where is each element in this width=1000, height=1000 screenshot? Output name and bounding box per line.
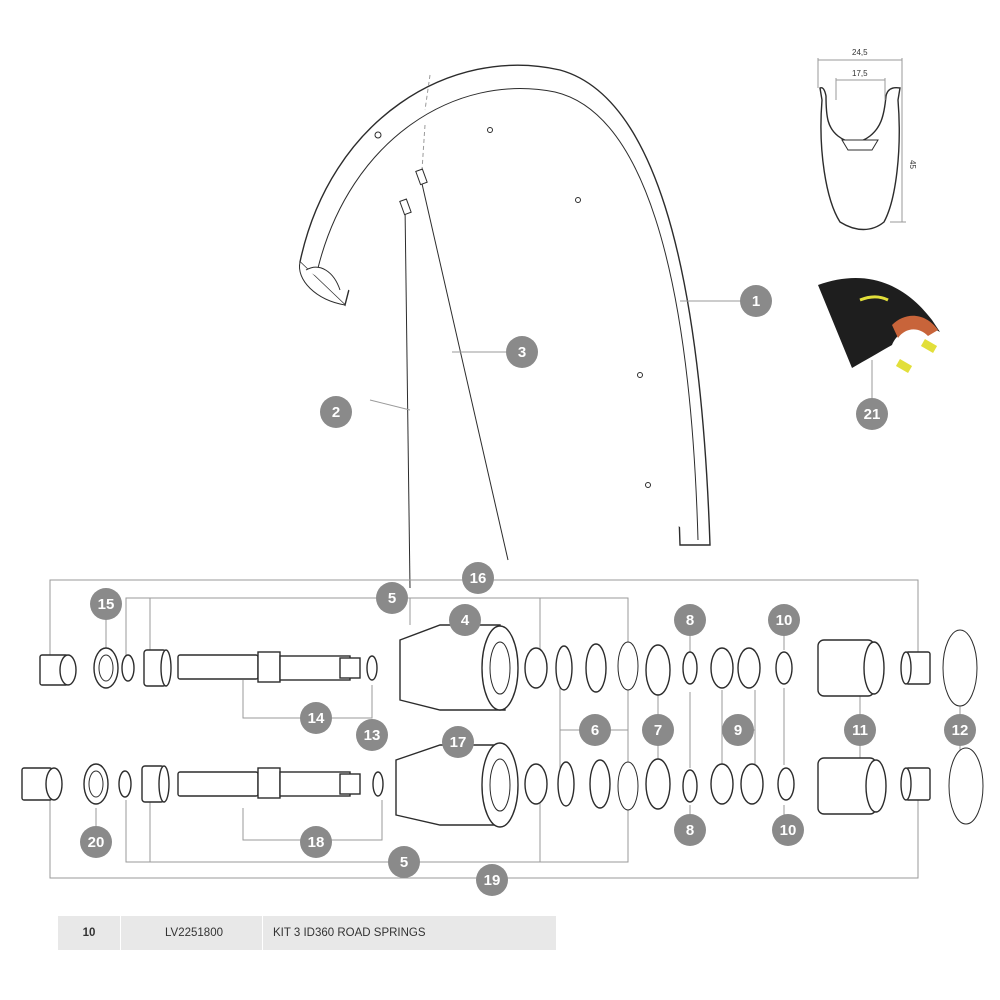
svg-text:2: 2 — [332, 404, 340, 421]
svg-text:7: 7 — [654, 722, 662, 739]
parts-table-description: KIT 3 ID360 ROAD SPRINGS — [273, 927, 426, 939]
callout-20: 20 — [80, 826, 112, 858]
callout-8-top: 8 — [674, 604, 706, 636]
callout-17: 17 — [442, 726, 474, 758]
svg-text:1: 1 — [752, 293, 760, 310]
callout-2: 2 — [320, 396, 352, 428]
parts-table: 10 LV2251800 KIT 3 ID360 ROAD SPRINGS — [58, 916, 556, 950]
hub-row-bottom — [21, 742, 984, 828]
callout-10-bottom: 10 — [772, 814, 804, 846]
svg-text:15: 15 — [98, 596, 115, 613]
svg-text:12: 12 — [952, 722, 969, 739]
callout-5-bottom: 5 — [388, 846, 420, 878]
svg-text:20: 20 — [88, 834, 105, 851]
callout-3: 3 — [506, 336, 538, 368]
svg-text:9: 9 — [734, 722, 742, 739]
callout-13: 13 — [356, 719, 388, 751]
svg-text:8: 8 — [686, 822, 694, 839]
callout-12: 12 — [944, 714, 976, 746]
svg-text:5: 5 — [388, 590, 396, 607]
rim-inner-width: 17,5 — [852, 69, 868, 78]
callout-5-top: 5 — [376, 582, 408, 614]
hub-row-top — [39, 624, 978, 711]
svg-text:17: 17 — [450, 734, 467, 751]
rim-outer-width: 24,5 — [852, 48, 868, 57]
spokes — [399, 168, 509, 589]
callout-1: 1 — [740, 285, 772, 317]
svg-text:10: 10 — [776, 612, 793, 629]
svg-text:8: 8 — [686, 612, 694, 629]
svg-text:6: 6 — [591, 722, 599, 739]
svg-text:13: 13 — [364, 727, 381, 744]
callout-15: 15 — [90, 588, 122, 620]
svg-text:5: 5 — [400, 854, 408, 871]
callout-4: 4 — [449, 604, 481, 636]
callout-6: 6 — [579, 714, 611, 746]
callout-8-bottom: 8 — [674, 814, 706, 846]
callout-18: 18 — [300, 826, 332, 858]
svg-text:10: 10 — [780, 822, 797, 839]
svg-text:21: 21 — [864, 406, 881, 423]
tire — [818, 278, 940, 373]
svg-text:18: 18 — [308, 834, 325, 851]
rim — [299, 64, 711, 546]
svg-text:16: 16 — [470, 570, 487, 587]
callout-16: 16 — [462, 562, 494, 594]
svg-text:11: 11 — [852, 722, 868, 739]
callout-19: 19 — [476, 864, 508, 896]
callout-21: 21 — [856, 398, 888, 430]
callout-9: 9 — [722, 714, 754, 746]
callout-10-top: 10 — [768, 604, 800, 636]
svg-text:3: 3 — [518, 344, 526, 361]
parts-table-ref: 10 — [58, 916, 121, 950]
svg-text:19: 19 — [484, 872, 501, 889]
parts-table-code: LV2251800 — [121, 916, 263, 950]
callout-7: 7 — [642, 714, 674, 746]
svg-text:14: 14 — [308, 710, 325, 727]
callout-11: 11 — [844, 714, 876, 746]
rim-height: 45 — [908, 160, 917, 169]
svg-text:4: 4 — [461, 612, 470, 629]
callout-14: 14 — [300, 702, 332, 734]
rim-profile: 24,5 17,5 45 — [817, 48, 917, 231]
